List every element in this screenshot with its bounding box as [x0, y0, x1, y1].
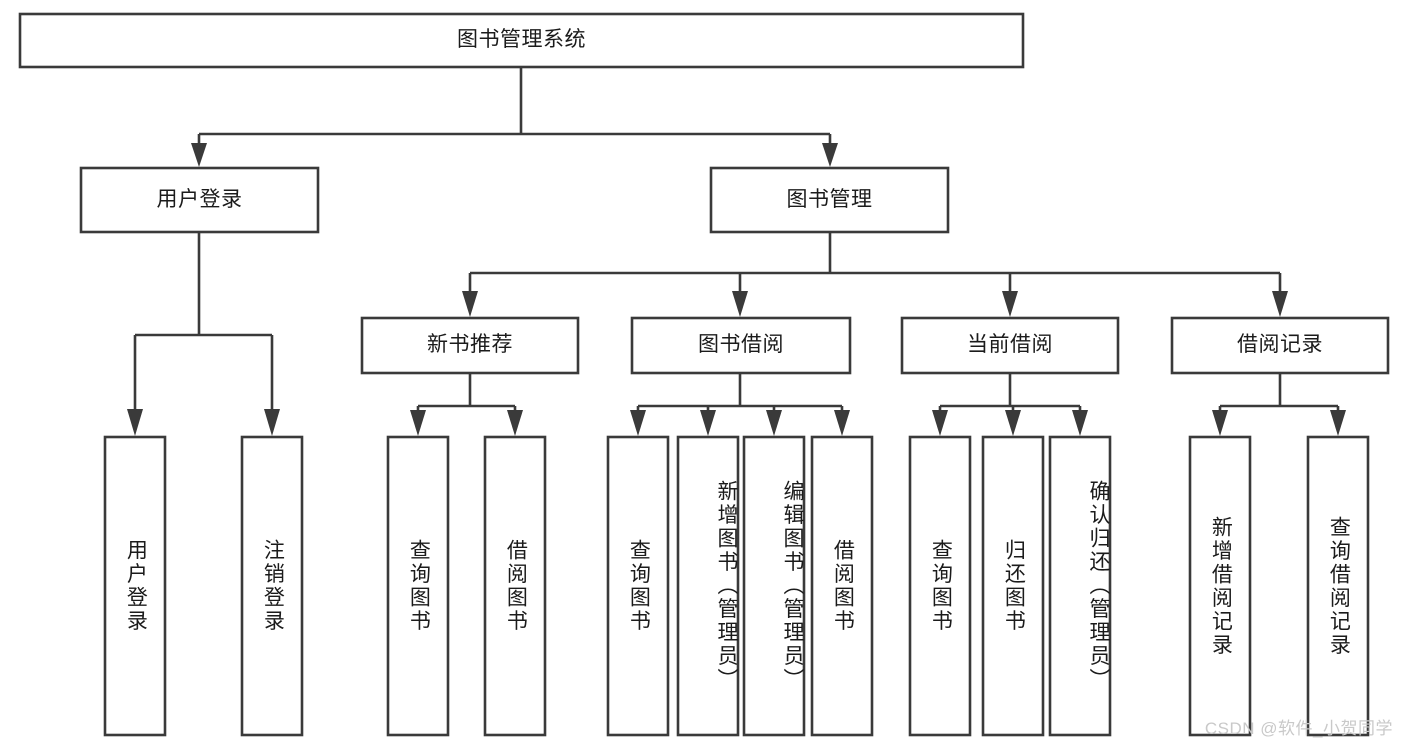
node-box-leaf-borrow-add-book[interactable]	[676, 435, 740, 737]
arrow-head-current-borrow	[1002, 291, 1018, 317]
arrow-head-leaf-borrow-edit-book	[766, 410, 782, 436]
arrow-head-leaf-cur-query-book	[932, 410, 948, 436]
arrow-head-user-login	[191, 143, 207, 167]
arrow-head-leaf-rec-query-book	[410, 410, 426, 436]
arrow-head-leaf-borrow-query-book	[630, 410, 646, 436]
arrow-head-leaf-user-logout	[264, 409, 280, 436]
node-box-leaf-rec-borrow-book[interactable]	[483, 435, 547, 737]
node-box-book-borrow[interactable]	[630, 316, 852, 375]
arrow-head-book-borrow	[732, 291, 748, 317]
arrow-head-leaf-cur-return-book	[1005, 410, 1021, 436]
node-box-leaf-cur-query-book[interactable]	[908, 435, 972, 737]
node-box-user-login[interactable]	[79, 166, 320, 234]
arrow-head-new-book-recommend	[462, 291, 478, 317]
node-box-leaf-rec-query-record[interactable]	[1306, 435, 1370, 737]
node-box-borrow-record[interactable]	[1170, 316, 1390, 375]
arrow-head-leaf-cur-confirm-return	[1072, 410, 1088, 436]
arrow-head-leaf-borrow-add-book	[700, 410, 716, 436]
arrow-head-leaf-rec-query-record	[1330, 410, 1346, 436]
node-box-leaf-rec-add-record[interactable]	[1188, 435, 1252, 737]
arrow-head-borrow-record	[1272, 291, 1288, 317]
node-box-leaf-rec-query-book[interactable]	[386, 435, 450, 737]
arrow-head-leaf-rec-add-record	[1212, 410, 1228, 436]
node-box-leaf-borrow-borrow-book[interactable]	[810, 435, 874, 737]
node-box-root[interactable]	[18, 12, 1025, 69]
node-box-leaf-borrow-query-book[interactable]	[606, 435, 670, 737]
arrow-head-leaf-borrow-borrow-book	[834, 410, 850, 436]
node-box-book-manage[interactable]	[709, 166, 950, 234]
node-box-leaf-user-login[interactable]	[103, 435, 167, 737]
node-box-leaf-user-logout[interactable]	[240, 435, 304, 737]
node-box-leaf-cur-confirm-return[interactable]	[1048, 435, 1112, 737]
arrow-head-leaf-user-login	[127, 409, 143, 436]
arrow-head-leaf-rec-borrow-book	[507, 410, 523, 436]
node-box-leaf-cur-return-book[interactable]	[981, 435, 1045, 737]
node-box-current-borrow[interactable]	[900, 316, 1120, 375]
arrow-head-book-manage	[822, 143, 838, 167]
node-box-leaf-borrow-edit-book[interactable]	[742, 435, 806, 737]
node-box-new-book-recommend[interactable]	[360, 316, 580, 375]
